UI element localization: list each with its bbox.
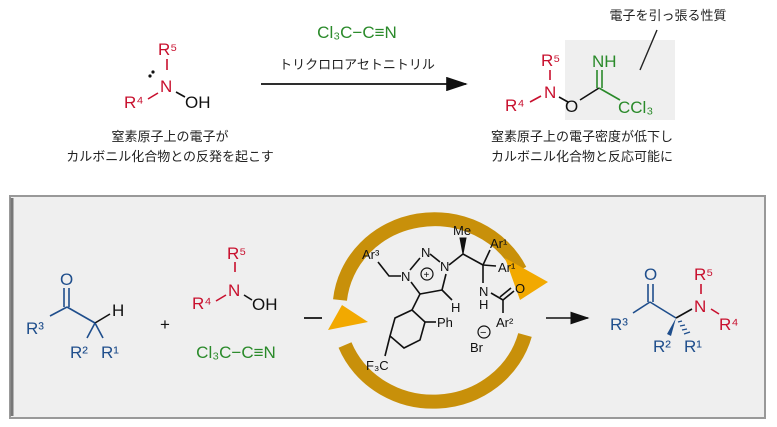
n-atom: N [228, 281, 240, 300]
n1-atom: N [401, 269, 410, 284]
r5-label: R⁵ [158, 40, 177, 59]
reagent-name: トリクロロアセトニトリル [279, 58, 435, 73]
r1-label: R¹ [684, 337, 702, 356]
o-atom: O [60, 270, 73, 289]
ketone-substrate: O R³ H R² R¹ [26, 270, 124, 362]
amide-h-atom: H [479, 297, 488, 312]
o-atom: O [515, 281, 525, 296]
r4-label: R⁴ [192, 294, 212, 313]
alpha-amino-ketone-product: O R³ N R⁵ R⁴ R² R¹ [610, 265, 739, 356]
plus-sign: + [160, 315, 170, 334]
ar1-label: Ar¹ [498, 260, 516, 275]
o-atom: O [565, 97, 578, 116]
bromide-label: Br [470, 340, 484, 355]
imidate-product: R⁵ N R⁴ O NH CCl₃ [505, 51, 653, 117]
r4-label: R⁴ [124, 93, 144, 112]
r3-label: R³ [26, 319, 44, 338]
r3-label: R³ [610, 315, 628, 334]
right-caption-line1: 窒素原子上の電子密度が低下し [491, 129, 673, 145]
oh-label: OH [185, 93, 211, 112]
cf3-label: F₃C [366, 358, 389, 373]
lone-pair-icon [148, 74, 152, 78]
nh-label: NH [592, 52, 617, 71]
r1-label: R¹ [101, 343, 119, 362]
ar1-label: Ar¹ [490, 236, 508, 251]
annotation-label: 電子を引っ張る性質 [609, 9, 726, 24]
hydroxylamine-top: R⁵ N R⁴ OH [124, 40, 211, 112]
plus-charge: + [424, 270, 430, 281]
r2-label: R² [653, 337, 671, 356]
left-caption-line1: 窒素原子上の電子が [111, 129, 228, 145]
highlight-box [565, 40, 675, 120]
cycle-arrows-icon [328, 212, 548, 409]
reagent-trichloroacetonitrile: Cl₃C−C≡N [317, 23, 397, 42]
ar3-label: Ar³ [362, 247, 380, 262]
ar2-label: Ar² [496, 315, 514, 330]
minus-charge: − [480, 327, 486, 339]
reagent-trichloroacetonitrile: Cl₃C−C≡N [196, 343, 276, 362]
r4-label: R⁴ [505, 96, 525, 115]
n2-atom: N [421, 245, 430, 260]
triazolium-catalyst: Ar³ N N N + H Me Ar¹ Ar¹ N H O Ar² Ph [362, 223, 525, 373]
me-label: Me [453, 223, 471, 238]
r5-label: R⁵ [541, 51, 560, 70]
n-atom: N [544, 83, 556, 102]
ph-label: Ph [437, 315, 453, 330]
r5-label: R⁵ [227, 244, 246, 263]
n-atom: N [160, 77, 172, 96]
r2-label: R² [70, 343, 88, 362]
h-atom: H [451, 300, 460, 315]
r5-label: R⁵ [694, 265, 713, 284]
amide-n-atom: N [479, 284, 488, 299]
left-caption-line2: カルボニル化合物との反発を起こす [66, 150, 274, 165]
oh-label: OH [252, 295, 278, 314]
right-caption-line2: カルボニル化合物と反応可能に [491, 150, 673, 165]
n3-atom: N [440, 259, 449, 274]
n-atom: N [694, 297, 706, 316]
r4-label: R⁴ [719, 315, 739, 334]
h-atom: H [112, 301, 124, 320]
o-atom: O [644, 265, 657, 284]
hydroxylamine-substrate: R⁵ N R⁴ OH [192, 244, 278, 314]
ccl3-label: CCl₃ [618, 98, 653, 117]
